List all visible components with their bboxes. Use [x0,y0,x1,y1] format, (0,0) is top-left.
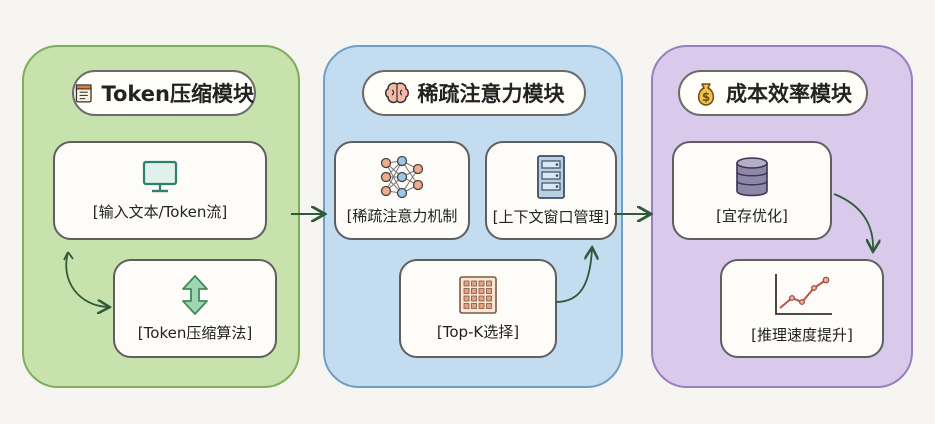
sparse-attention-module-panel: 稀疏注意力模块 [稀疏注意力机制 [上下文窗口 [323,45,623,388]
module-title-pill: Token压缩模块 [72,70,256,116]
token-compression-module-panel: Token压缩模块 [输入文本/Token流] [Token压缩算法] [22,45,300,388]
module-title: 稀疏注意力模块 [417,82,565,106]
card-label: [推理速度提升] [751,326,853,344]
notepad-icon [75,84,92,103]
monitor-icon [142,160,178,193]
module-title-pill: 稀疏注意力模块 [362,70,586,116]
database-icon [736,157,768,197]
module-title-pill: $ 成本效率模块 [678,70,868,116]
top-k-selection-card: [Top-K选择] [399,259,557,358]
card-label: [输入文本/Token流] [92,203,228,221]
server-icon [537,155,565,199]
card-label: [Token压缩算法] [137,324,253,342]
sparse-attention-mechanism-card: [稀疏注意力机制 [334,141,470,240]
up-down-arrow-icon [182,275,208,315]
module-title: Token压缩模块 [101,82,254,106]
brain-icon [384,82,409,104]
input-text-token-stream-card: [输入文本/Token流] [53,141,267,240]
card-label: [上下文窗口管理] [492,208,610,226]
storage-optimization-card: [宜存优化] [672,141,832,240]
money-bag-icon: $ [697,83,715,106]
inference-speed-improvement-card: [推理速度提升] [720,259,884,358]
module-title: 成本效率模块 [726,82,852,106]
cost-efficiency-module-panel: $ 成本效率模块 [宜存优化] [推理速度提升] [651,45,913,388]
card-label: [Top-K选择] [436,323,520,341]
svg-text:$: $ [702,90,710,104]
neural-network-icon [380,155,424,199]
token-compression-algorithm-card: [Token压缩算法] [113,259,277,358]
grid-icon [459,276,497,314]
card-label: [稀疏注意力机制 [346,207,458,225]
context-window-management-card: [上下文窗口管理] [485,141,617,240]
line-chart-icon [775,274,832,315]
card-label: [宜存优化] [716,207,788,225]
